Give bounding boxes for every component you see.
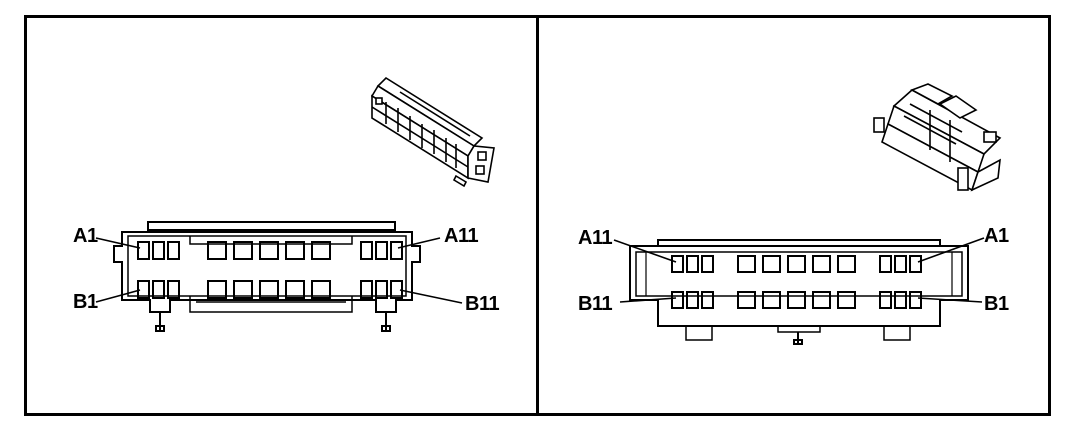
pin-label-b1: B1 [984,293,1009,315]
connector-3d-icon [370,76,495,188]
pin-label-b11: B11 [578,293,613,315]
connector-face-left [95,221,463,332]
pin-label-a11: A11 [578,227,613,249]
pin-label-b11: B11 [465,293,500,315]
left-panel [95,76,495,332]
connector-3d-rear-icon [873,83,1002,192]
pin-label-a1: A1 [984,225,1009,247]
connector-face-right [613,237,985,345]
pin-label-a1: A1 [73,225,98,247]
pin-label-b1: B1 [73,291,98,313]
right-panel [613,83,1002,345]
pin-label-a11: A11 [444,225,479,247]
